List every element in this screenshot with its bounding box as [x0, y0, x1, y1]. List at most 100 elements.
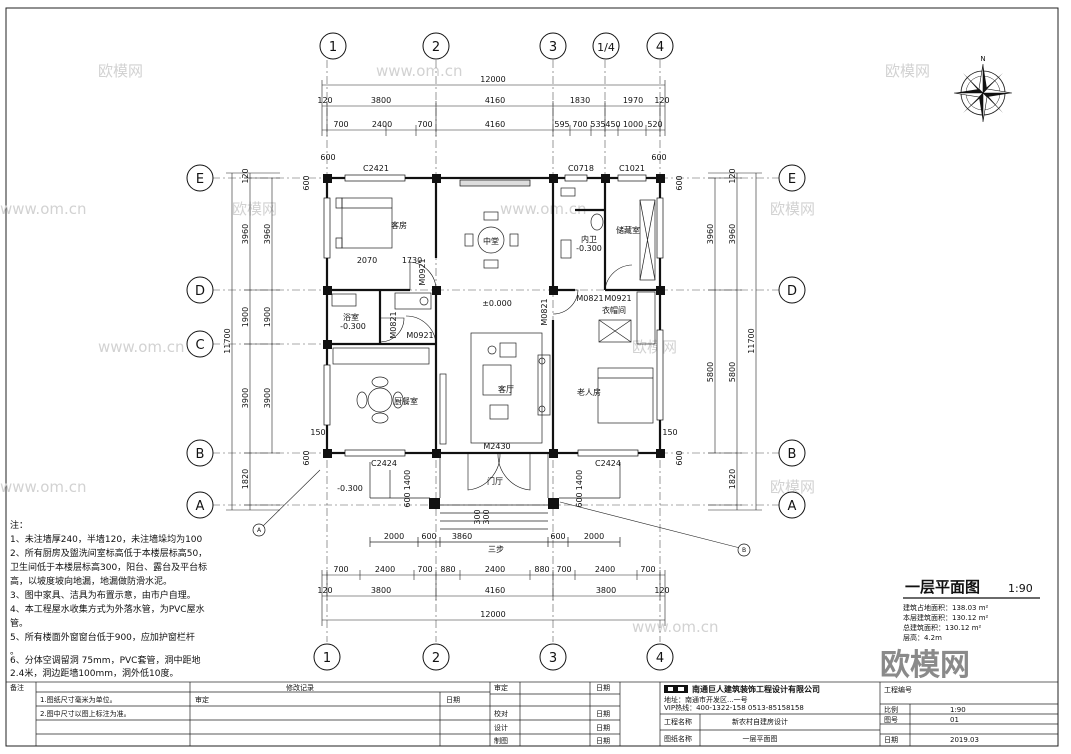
dim-text: 535: [590, 120, 605, 129]
general-notes: 注： 1、未注墙厚240，半墙120，未注墙垛均为100 2、所有厨房及盥洗间室…: [10, 519, 207, 679]
dim-text: 3960: [706, 224, 715, 244]
note-line: 卫生间低于本楼层标高300，阳台、露台及平台标: [10, 561, 207, 573]
window-label: C0718: [568, 164, 594, 173]
note-line: 3、图中家具、洁具为布置示意，由市户自理。: [10, 589, 196, 601]
axis-label: B: [788, 447, 797, 462]
door-swings: [379, 261, 633, 491]
dim-text: 5800: [706, 362, 715, 382]
dim-text: 600: [302, 175, 311, 190]
tb-sheet-label: 图号: [884, 716, 898, 724]
axis-bubbles-bottom: 1 2 3 4: [313, 643, 674, 671]
watermark: 欧模网: [770, 478, 815, 496]
level-mark: -0.300: [576, 244, 602, 253]
windows: [323, 174, 664, 457]
note-line: 4、本工程屋水收集方式为外落水管，为PVC屋水: [10, 603, 205, 615]
dim-text: 2400: [595, 565, 615, 574]
dim-text: 600: [421, 532, 436, 541]
room-kitchen: 厨餐室: [394, 396, 418, 406]
dimension-lines-left: [226, 172, 280, 511]
area-line: 总建筑面积：130.12 m²: [903, 623, 982, 632]
dim-text: 120: [728, 168, 737, 183]
section-mark-a: A: [252, 523, 266, 537]
watermark: 欧模网: [770, 200, 815, 218]
title-block: 备注 1.图纸尺寸毫米为单位。 2.图中尺寸以图上标注为准。 修改记录 审定 日…: [10, 683, 979, 745]
door-label: M2430: [483, 442, 510, 451]
dim-text: 600: [575, 492, 584, 507]
dim-text: 1900: [241, 307, 250, 327]
axis-label: 4: [656, 40, 664, 55]
dim-text: 150: [310, 428, 325, 437]
dim-text: 4160: [485, 96, 505, 105]
watermark: www.om.cn: [632, 618, 719, 636]
watermark: 欧模网: [98, 62, 143, 80]
dim-text: 700: [333, 120, 348, 129]
axis-label: E: [196, 172, 204, 187]
dim-text: 300: [473, 509, 482, 524]
dims-bottom-row2: 120 3800 4160 3800 120: [317, 586, 669, 595]
door-label: M0821: [540, 298, 549, 325]
note-line: 高，以坡度坡向地漏，地漏做防滑水泥。: [10, 575, 172, 587]
dim-text: 120: [654, 586, 669, 595]
door-label: M0921: [418, 258, 427, 285]
section-mark-b: B: [737, 543, 751, 557]
tb-company: 南通巨人建筑装饰工程设计有限公司: [692, 684, 820, 694]
room-bath: 浴室: [343, 312, 359, 322]
tb-draw-label: 制图: [494, 736, 508, 745]
dim-text: 2400: [372, 120, 392, 129]
axis-label: B: [196, 447, 205, 462]
tb-drawing-name: 一层平面图: [743, 735, 778, 743]
dim-overall-left: 11700: [223, 328, 232, 353]
dim-text: 1900: [263, 307, 272, 327]
dim-text: 3900: [263, 388, 272, 408]
door-label: M0921: [406, 331, 433, 340]
dims-bottom-row1: 700 2400 700 880 2400 880 700 2400 700: [333, 565, 655, 574]
dim-text: 450: [605, 120, 620, 129]
note-line: 2.4米，洞边距墙100mm，洞外低10度。: [10, 667, 178, 679]
room-toilet: 内卫: [581, 234, 597, 244]
dim-text: 700: [640, 565, 655, 574]
tb-design-label: 设计: [494, 723, 508, 732]
dim-text: 600: [320, 153, 335, 162]
dim-text: 3800: [596, 586, 616, 595]
dim-text: 600: [302, 450, 311, 465]
tb-remark: 1.图纸尺寸毫米为单位。: [40, 695, 117, 704]
dim-text: 3800: [371, 586, 391, 595]
axis-label: 2: [432, 40, 440, 55]
dims-right-row1: 120 3960 5800 1820: [728, 168, 737, 489]
tb-remark: 2.图中尺寸以图上标注为准。: [40, 709, 131, 718]
tb-no-label: 工程编号: [884, 685, 912, 694]
dim-text: 2000: [384, 532, 404, 541]
dims-left-row2: 3960 1900 3900: [263, 224, 272, 408]
dim-text: 150: [662, 428, 677, 437]
door-label: M0821: [389, 311, 398, 338]
note-line: 。: [10, 647, 19, 657]
dim-text: 600: [675, 450, 684, 465]
door-label: M0921: [604, 294, 631, 303]
dim-text: 600: [675, 175, 684, 190]
dim-text: 4160: [485, 120, 505, 129]
dim-text: 3900: [241, 388, 250, 408]
porch-steps: [369, 453, 621, 547]
site-logo-watermark: 欧模网: [880, 648, 970, 683]
dim-text: 2400: [485, 565, 505, 574]
dim-text: 4160: [485, 586, 505, 595]
room-storage: 储藏室: [616, 225, 640, 235]
axis-label: 4: [656, 651, 664, 666]
room-elder: 老人房: [577, 387, 601, 397]
notes-title: 注：: [10, 519, 28, 531]
dim-overall-right: 11700: [747, 328, 756, 353]
dim-text: 880: [440, 565, 455, 574]
dim-text: 700: [417, 565, 432, 574]
note-line: 6、分体空调留洞 75mm，PVC套管，洞中距地: [10, 654, 200, 666]
section-mark-text: A: [257, 527, 262, 534]
dim-overall-top: 12000: [480, 75, 505, 84]
dim-text: 600: [403, 492, 412, 507]
tb-sheet-value: 01: [950, 716, 959, 724]
compass-label: N: [980, 55, 985, 63]
drawing-scale: 1:90: [1008, 582, 1033, 595]
window-label: C1021: [619, 164, 645, 173]
tb-remarks-label: 备注: [10, 683, 24, 692]
room-guest: 客房: [391, 220, 407, 230]
window-label: C2421: [363, 164, 389, 173]
axis-label: 2: [432, 651, 440, 666]
